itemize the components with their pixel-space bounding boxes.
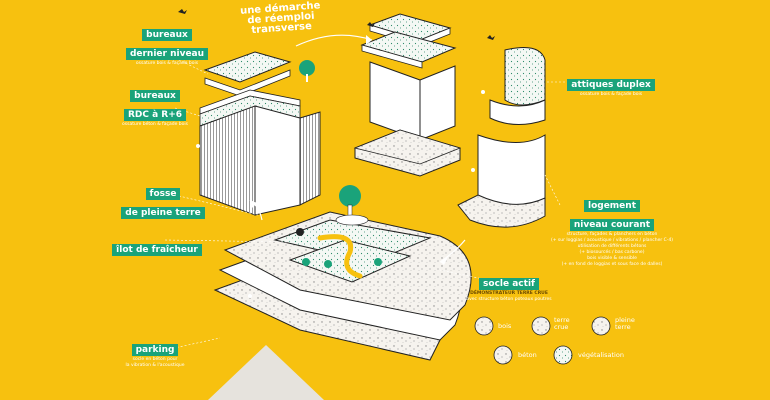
fosse-line2: de pleine terre: [121, 207, 205, 219]
label-bureaux-rdc: bureaux RDC à R+6 ossature béton & façad…: [100, 83, 210, 128]
tree-icon: [299, 60, 315, 76]
socle-sub2: avec structure béton poteaux poutres: [466, 297, 552, 302]
bureaux-dernier-sub: ossature bois & façade bois: [135, 61, 199, 66]
logement-sub2: (+ sur loggias / acoustique / vibrations…: [550, 238, 674, 243]
logement-sub6: (+ en fond de loggias et sous face de da…: [561, 262, 663, 267]
attiques-line1: attiques duplex: [567, 79, 655, 91]
legend-pleine-line1: pleine: [615, 316, 635, 324]
bird-icons: [178, 9, 495, 40]
logement-sub4: (+ biosourcés / bas carbone): [579, 250, 645, 255]
parking-sub2: la vibration & l'acoustique: [125, 363, 185, 368]
bureaux-rdc-sub: ossature béton & façade bois: [122, 122, 188, 127]
bureaux-dernier-line1: bureaux: [142, 29, 192, 41]
legend-terre-line1: terre: [554, 316, 570, 324]
office-building: [199, 51, 321, 216]
legend-swatches: [474, 316, 611, 365]
legend-beton: béton: [518, 351, 537, 359]
bureaux-rdc-line2: RDC à R+6: [123, 109, 187, 121]
socle-sub1: DÉMONSTRATEUR TERRE CRUE: [470, 291, 548, 296]
label-socle: socle actif DÉMONSTRATEUR TERRE CRUE ave…: [446, 271, 572, 303]
logement-line2: niveau courant: [569, 219, 655, 231]
decorative-triangle: [208, 345, 324, 400]
bureaux-dernier-line2: dernier niveau: [125, 48, 209, 60]
tree-icon: [339, 185, 361, 207]
logement-line1: logement: [583, 200, 640, 212]
legend-bois: bois: [498, 322, 512, 330]
socle-line1: socle actif: [479, 278, 539, 290]
ilot-line1: îlot de fraîcheur: [112, 244, 202, 256]
label-parking: parking socle en béton pour la vibration…: [100, 337, 210, 369]
curved-tower: [457, 47, 546, 228]
label-bureaux-dernier: bureaux dernier niveau ossature bois & f…: [112, 22, 222, 67]
fosse-line1: fosse: [145, 188, 181, 200]
logement-sub1: structure, façades & planchers en béton: [566, 232, 658, 237]
bureaux-rdc-line1: bureaux: [130, 90, 180, 102]
base-socle: [213, 185, 472, 361]
logement-sub3: utilisation de différents bétons: [577, 244, 647, 249]
label-fosse: fosse de pleine terre: [108, 181, 218, 219]
legend-terre-line2: crue: [554, 323, 569, 331]
middle-tower: [353, 13, 462, 177]
legend-pleine: pleine terre: [615, 317, 635, 331]
parking-line1: parking: [131, 344, 179, 356]
label-ilot: îlot de fraîcheur: [102, 237, 212, 256]
label-logement: logement niveau courant structure, façad…: [548, 193, 676, 268]
parking-sub1: socle en béton pour: [132, 357, 178, 362]
label-attiques: attiques duplex ossature bois & façade b…: [556, 72, 666, 98]
attiques-sub: ossature bois & façade bois: [579, 92, 643, 97]
legend-terre: terre crue: [554, 317, 570, 331]
legend-vegetalisation: végétalisation: [578, 351, 624, 359]
logement-sub5: bois visible & sensible: [587, 256, 637, 261]
legend-pleine-line2: terre: [615, 323, 631, 331]
